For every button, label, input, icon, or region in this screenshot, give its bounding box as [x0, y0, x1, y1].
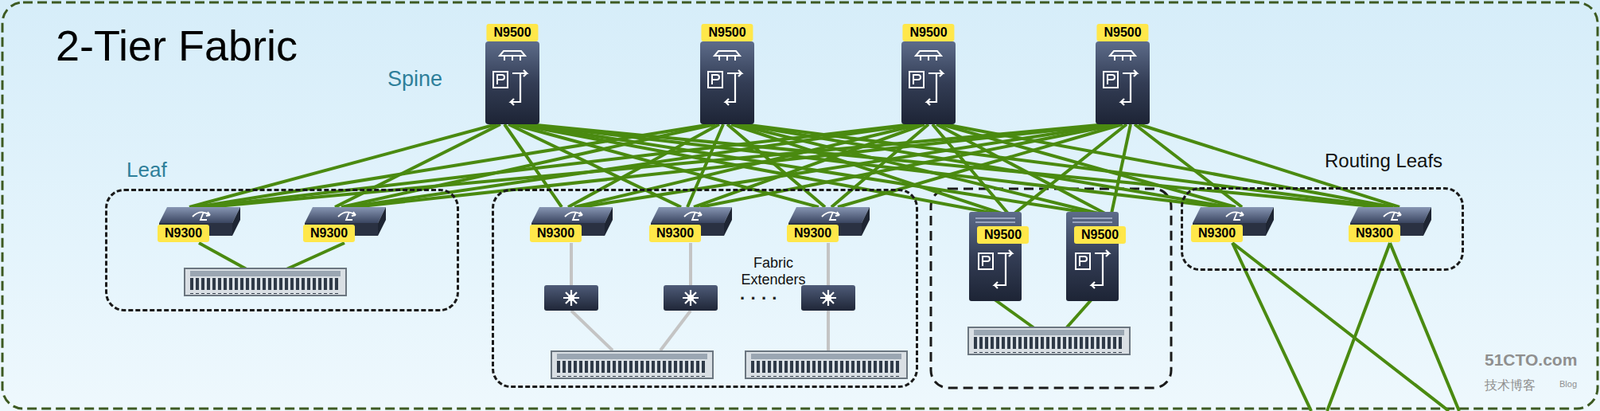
model-tag: N9500 — [977, 225, 1029, 244]
switch-node: N9500 — [969, 211, 1041, 301]
fabric-extenders — [544, 284, 856, 311]
model-tag: N9500 — [1074, 225, 1126, 244]
group-box: Routing LeafsN9300N9300 — [1180, 186, 1464, 271]
fex-wires — [571, 242, 829, 351]
diagram-title: 2-Tier Fabric — [55, 20, 298, 71]
switch-art — [1066, 211, 1138, 301]
model-tag: N9300 — [649, 224, 701, 242]
model-tag: N9500 — [486, 23, 538, 42]
switch-node: N9300 — [647, 205, 734, 244]
fabric-link — [1014, 124, 1127, 214]
group-label: Fabric Extenders — [726, 254, 821, 288]
model-tag: N9300 — [1348, 224, 1401, 242]
switch-node: N9300 — [155, 205, 242, 244]
switch-node: N9300 — [1189, 205, 1276, 244]
fabric-link — [700, 124, 1119, 207]
switch-node: N9300 — [785, 205, 872, 244]
group-box: Fabric Extenders N9300 N9300 N9300 — [491, 188, 919, 388]
switch-node: N9500 — [480, 23, 545, 126]
switch-art — [969, 211, 1041, 301]
watermark: 技术博客 — [1484, 377, 1536, 394]
group-box: LeafN9300N9300 — [105, 188, 460, 312]
group-label: Leaf — [126, 157, 168, 183]
model-tag: N9300 — [157, 224, 210, 242]
switch-node: N9500 — [1066, 211, 1138, 301]
group-outline — [930, 188, 1172, 388]
fabric-link — [574, 124, 921, 207]
fabric-link — [580, 124, 1115, 207]
switch-node: N9300 — [528, 205, 615, 244]
group-label: Routing Leafs — [1324, 149, 1443, 172]
switch-node: N9500 — [896, 23, 961, 126]
switch-node: N9300 — [301, 205, 388, 244]
tier-label: Spine — [387, 66, 443, 92]
model-tag: N9500 — [1096, 23, 1149, 42]
model-tag: N9300 — [303, 224, 355, 242]
switch-node: N9300 — [1346, 205, 1433, 244]
model-tag: N9300 — [1191, 224, 1243, 242]
fabric-link — [1111, 124, 1131, 214]
switch-node: N9500 — [1090, 23, 1155, 126]
fabric-link — [354, 124, 1111, 207]
model-tag: N9300 — [529, 224, 582, 242]
fabric-link — [837, 124, 1123, 207]
watermark: 51CTO.com — [1484, 350, 1577, 370]
model-tag: N9500 — [902, 23, 954, 42]
fabric-link — [1134, 124, 1242, 207]
switch-node: N9500 — [695, 23, 760, 126]
model-tag: N9300 — [786, 224, 839, 242]
watermark: Blog — [1559, 378, 1577, 389]
ellipsis: · · · · — [739, 288, 779, 309]
model-tag: N9500 — [700, 23, 753, 42]
